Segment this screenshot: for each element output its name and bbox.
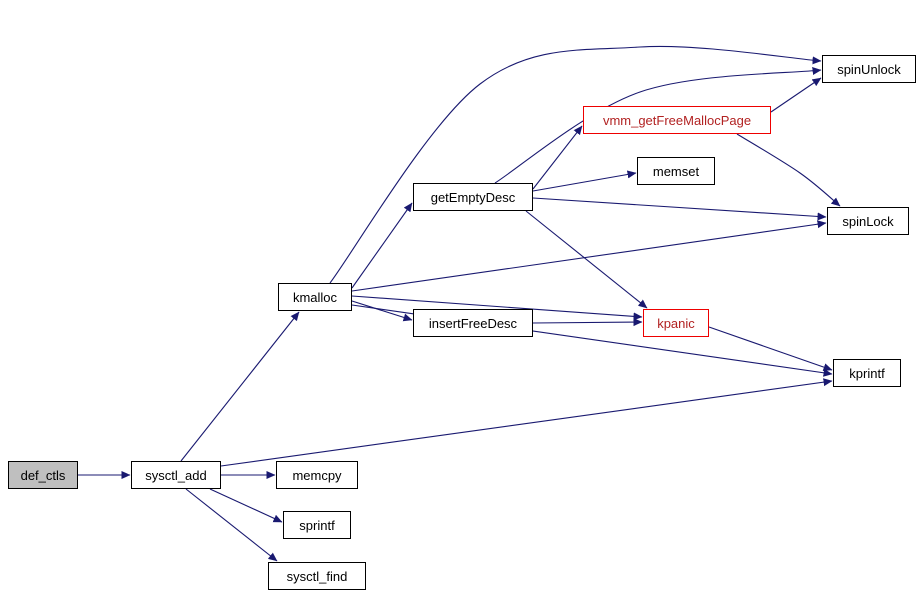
edge-sysctl_add-to-kprintf [220,378,833,467]
node-memcpy[interactable]: memcpy [276,461,358,489]
edge-kmalloc-to-insertFreeDesc [351,300,413,322]
node-insertFreeDesc[interactable]: insertFreeDesc [413,309,533,337]
node-getEmptyDesc[interactable]: getEmptyDesc [413,183,533,211]
node-spinLock[interactable]: spinLock [827,207,909,235]
edge-sysctl_add-to-kmalloc [180,311,300,462]
edge-sysctl_add-to-sysctl_find [185,488,278,562]
edge-getEmptyDesc-to-vmm_getFreeMallocPage [532,125,583,190]
edge-kmalloc-to-spinLock [351,220,827,292]
node-def_ctls: def_ctls [8,461,78,489]
node-memset[interactable]: memset [637,157,715,185]
edge-vmm_getFreeMallocPage-to-spinLock [736,133,841,207]
node-sysctl_find[interactable]: sysctl_find [268,562,366,590]
edge-kmalloc-to-kpanic [351,295,643,321]
edge-kmalloc-to-getEmptyDesc [351,202,413,289]
edge-getEmptyDesc-to-memset [532,170,637,192]
edge-kpanic-to-kprintf [708,326,833,371]
node-sysctl_add[interactable]: sysctl_add [131,461,221,489]
edge-sysctl_add-to-sprintf [209,488,283,523]
node-kpanic[interactable]: kpanic [643,309,709,337]
edge-kmalloc-to-spinUnlock [329,45,822,284]
node-sprintf[interactable]: sprintf [283,511,351,539]
edge-getEmptyDesc-to-spinLock [532,197,827,221]
edge-getEmptyDesc-to-kpanic [525,210,648,309]
node-spinUnlock[interactable]: spinUnlock [822,55,916,83]
node-kprintf[interactable]: kprintf [833,359,901,387]
edge-insertFreeDesc-to-kpanic [532,318,643,327]
edge-vmm_getFreeMallocPage-to-spinUnlock [770,77,822,113]
node-kmalloc[interactable]: kmalloc [278,283,352,311]
node-vmm_getFreeMallocPage[interactable]: vmm_getFreeMallocPage [583,106,771,134]
edge-getEmptyDesc-to-spinUnlock [494,67,822,184]
